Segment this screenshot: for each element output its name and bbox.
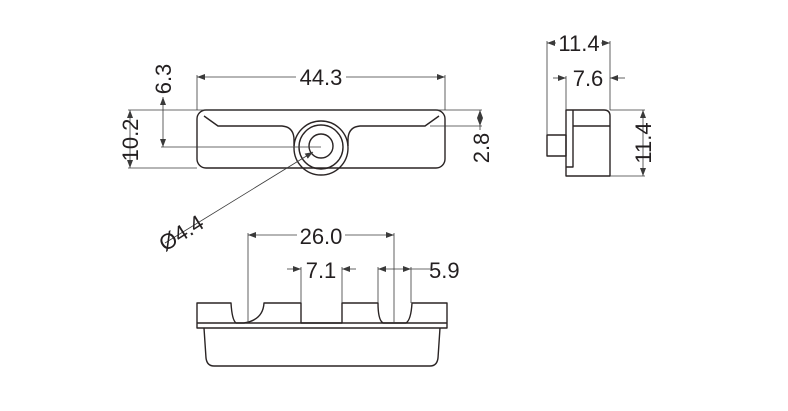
dim-recess-depth-label: 2.8	[469, 133, 494, 164]
side-view-inner	[566, 110, 610, 168]
dim-side-height-label: 11.4	[631, 122, 656, 163]
top-view-recess	[203, 115, 440, 146]
side-view-pin	[546, 134, 567, 157]
bottom-view-teeth	[196, 302, 448, 329]
dim-center-gap-label: 7.1	[306, 258, 337, 283]
dim-total-depth-label: 11.4	[558, 31, 599, 56]
hole	[308, 133, 334, 159]
bottom-view: 26.0 7.1 5.9	[196, 224, 460, 367]
dim-width-label: 44.3	[300, 65, 343, 90]
side-view-body	[565, 109, 611, 177]
top-view: 44.3 6.3 10.2 2.8 Ø4.4	[118, 64, 494, 257]
dim-center-height-label: 6.3	[151, 64, 176, 95]
top-view-outline	[196, 109, 446, 169]
dim-slot-span-label: 26.0	[300, 224, 343, 249]
dim-hole-diameter-label: Ø4.4	[154, 210, 208, 256]
side-view: 11.4 7.6 11.4	[546, 31, 656, 177]
dim-body-depth-label: 7.6	[573, 66, 604, 91]
boss-outer	[293, 120, 349, 176]
dim-slot-width-label: 5.9	[429, 258, 460, 283]
bottom-view-body	[203, 327, 441, 367]
dim-height-label: 10.2	[118, 119, 143, 162]
